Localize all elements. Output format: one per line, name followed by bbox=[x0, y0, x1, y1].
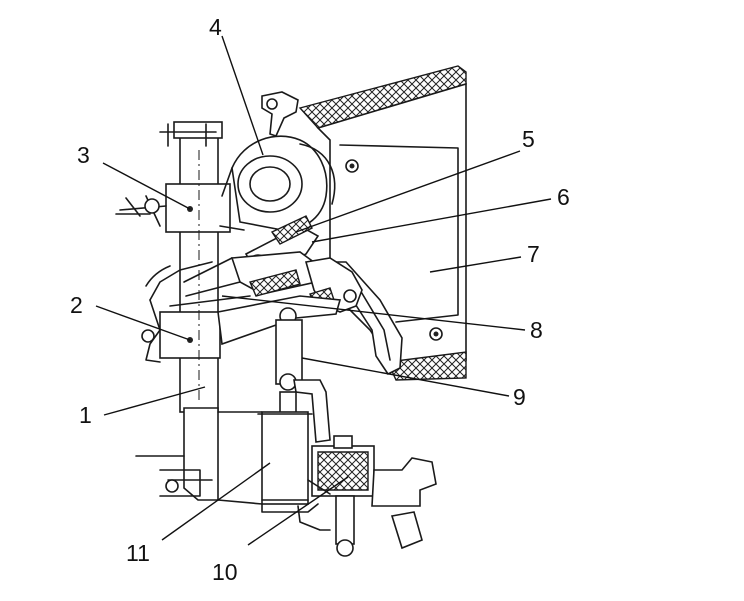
label-5: 5 bbox=[522, 126, 535, 152]
leader-10 bbox=[247, 476, 349, 546]
main-column bbox=[115, 121, 231, 413]
label-2: 2 bbox=[70, 292, 83, 318]
housing-screw-bottom-center bbox=[433, 331, 439, 337]
leader-11 bbox=[161, 462, 271, 541]
leader-7 bbox=[429, 256, 522, 273]
latch-pin bbox=[343, 289, 357, 303]
housing-screw-top-center bbox=[349, 163, 355, 169]
solenoid-coil-body bbox=[261, 411, 309, 505]
leader-8 bbox=[221, 295, 526, 331]
column-collar-upper bbox=[165, 183, 231, 233]
leader-9 bbox=[301, 357, 510, 397]
leader-3 bbox=[102, 162, 191, 210]
label-6: 6 bbox=[557, 184, 570, 210]
housing-top-bracket-pin bbox=[266, 98, 278, 110]
armature-coil bbox=[317, 451, 369, 491]
solenoid-base-bracket bbox=[183, 407, 219, 501]
contact-assembly bbox=[145, 215, 363, 346]
column-collar-upper-bolt bbox=[144, 198, 160, 214]
terminal-block bbox=[390, 511, 423, 550]
rod-link bbox=[293, 379, 331, 443]
housing-top-insulation bbox=[298, 65, 467, 129]
label-9: 9 bbox=[513, 384, 526, 410]
solenoid-coil-top bbox=[257, 413, 313, 501]
callout-labels: 1 2 3 4 5 6 7 8 9 10 11 bbox=[70, 14, 570, 585]
label-3: 3 bbox=[77, 142, 90, 168]
solenoid-assembly bbox=[135, 407, 437, 557]
label-4: 4 bbox=[209, 14, 222, 40]
leader-5 bbox=[295, 150, 521, 233]
contact-spring-lower bbox=[249, 269, 301, 297]
upper-spring-wire bbox=[145, 261, 213, 301]
drum-hub bbox=[249, 166, 291, 202]
housing-bottom-insulation bbox=[386, 351, 467, 381]
lever-bracket bbox=[371, 457, 437, 507]
column-collar-lower-clamp bbox=[145, 299, 161, 363]
column-collar-lower bbox=[159, 311, 221, 359]
leader-4 bbox=[221, 35, 264, 156]
label-10: 10 bbox=[212, 559, 238, 585]
leader-lines bbox=[95, 35, 552, 546]
drum-arm bbox=[219, 167, 245, 231]
label-7: 7 bbox=[527, 241, 540, 267]
column-cap-bolt bbox=[159, 123, 217, 147]
label-11: 11 bbox=[126, 540, 150, 566]
drum-assembly bbox=[219, 135, 336, 231]
contact-spring-upper bbox=[270, 215, 313, 245]
armature-stem bbox=[335, 495, 355, 545]
drum-rim bbox=[299, 143, 336, 205]
armature-cap bbox=[333, 435, 353, 449]
solenoid-base-plate bbox=[135, 455, 213, 497]
solenoid-housing bbox=[217, 411, 319, 513]
solenoid-base-bolt bbox=[165, 479, 179, 493]
release-rod bbox=[275, 319, 331, 443]
housing-top-bracket bbox=[261, 91, 299, 137]
armature-stem-nut bbox=[336, 539, 354, 557]
label-8: 8 bbox=[530, 317, 543, 343]
label-1: 1 bbox=[79, 402, 92, 428]
column-collar-bracket bbox=[115, 195, 167, 227]
leader-2 bbox=[95, 305, 191, 341]
leader-6 bbox=[311, 198, 552, 243]
column-collar-lower-bolt bbox=[141, 329, 155, 343]
column-cap bbox=[173, 121, 223, 139]
drum-face bbox=[237, 155, 303, 213]
leader-1 bbox=[103, 386, 206, 416]
